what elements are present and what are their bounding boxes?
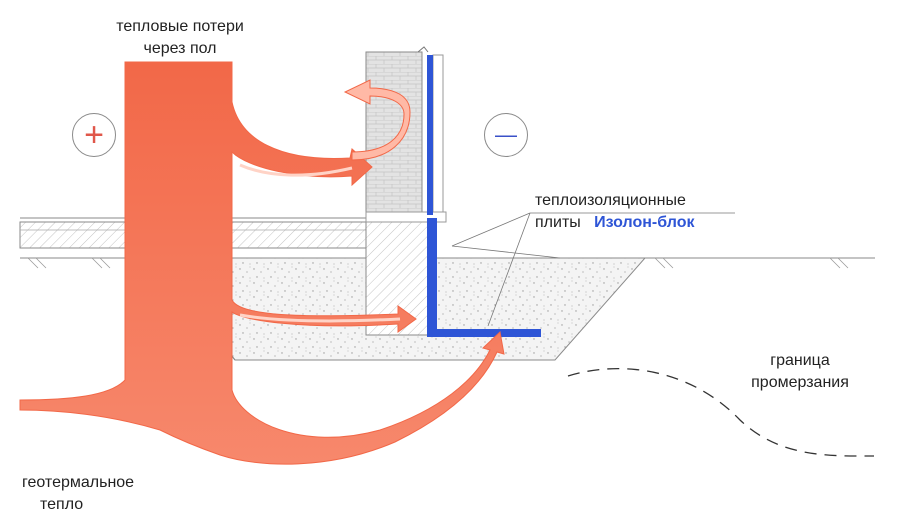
heat-loss-flow: [19, 61, 505, 465]
horizontal-insulation-plate: [427, 329, 541, 337]
heat-loss-arrow-wall: [343, 79, 411, 161]
freezing-boundary-line: [567, 368, 875, 457]
plus-circle-icon: +: [72, 113, 116, 157]
product-name: Изолон-блок: [594, 214, 695, 231]
insulation-leader-lines: [451, 212, 735, 327]
minus-circle-icon: —: [484, 113, 528, 157]
foundation-cap: [365, 211, 447, 223]
wall-insulation-strip: [427, 55, 433, 215]
plus-symbol: +: [84, 116, 104, 154]
freezing-boundary-label: граница промерзания: [751, 352, 849, 391]
minus-symbol: —: [495, 122, 517, 147]
brick-wall: [365, 51, 423, 221]
ground-ticks: [27, 257, 849, 269]
geothermal-heat-label: геотермальное тепло: [22, 474, 135, 513]
vertical-insulation-plate: [427, 218, 437, 335]
wall-finish-layer: [432, 54, 444, 221]
heat-loss-label: тепловые потери через пол: [116, 18, 244, 57]
insulation-label: теплоизоляционные плиты Изолон-блок: [535, 192, 695, 231]
